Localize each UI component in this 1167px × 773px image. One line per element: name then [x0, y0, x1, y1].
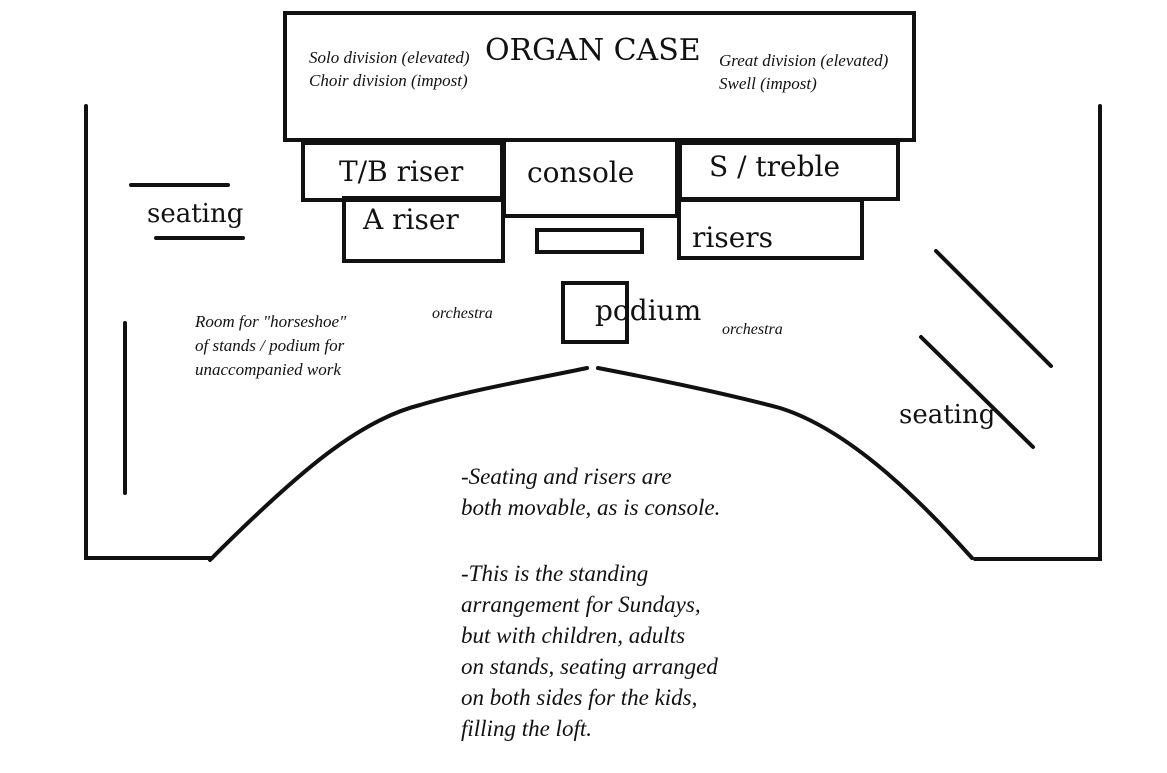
organ-left-note-2: Choir division (impost) [309, 71, 468, 90]
organ-case-box [283, 11, 916, 142]
note-2-line-2: arrangement for Sundays, [461, 592, 701, 617]
orchestra-right-label: orchestra [722, 321, 783, 338]
organ-left-note-1: Solo division (elevated) [309, 48, 470, 67]
horseshoe-note-line-1: Room for "horseshoe" [195, 312, 347, 331]
risers-label: risers [692, 221, 774, 254]
seating-right-label: seating [899, 400, 996, 430]
horseshoe-note-line-3: unaccompanied work [195, 360, 341, 379]
left-arc [208, 366, 589, 562]
organ-right-note-1: Great division (elevated) [719, 51, 889, 70]
note-2-line-5: on both sides for the kids, [461, 685, 698, 710]
seating-right-line-2 [919, 335, 1035, 449]
organ-right-note-2: Swell (impost) [719, 74, 817, 93]
horseshoe-note-line-2: of stands / podium for [195, 336, 345, 355]
note-1-line-1: -Seating and risers are [461, 464, 672, 489]
seating-left-label: seating [147, 199, 244, 229]
left-wall [84, 104, 214, 560]
note-2-line-4: on stands, seating arranged [461, 654, 718, 679]
orchestra-left-label: orchestra [432, 305, 493, 322]
a-riser-box [342, 196, 505, 263]
a-riser-label: A riser [363, 203, 459, 236]
seating-right-line-1 [934, 249, 1053, 368]
console-box [502, 140, 679, 218]
tb-riser-label: T/B riser [339, 155, 464, 188]
note-2-line-1: -This is the standing [461, 561, 649, 586]
console-bench [535, 228, 644, 254]
right-wall [973, 104, 1102, 561]
podium-box [561, 281, 629, 344]
note-2-line-6: filling the loft. [461, 716, 592, 741]
note-1-line-2: both movable, as is console. [461, 495, 721, 520]
podium-label: podium [595, 294, 702, 327]
s-treble-label: S / treble [709, 150, 841, 183]
console-label: console [527, 156, 635, 189]
organ-case-title: ORGAN CASE [485, 33, 701, 68]
right-arc [596, 366, 974, 560]
note-2-line-3: but with children, adults [461, 623, 686, 648]
risers-box [677, 198, 864, 260]
